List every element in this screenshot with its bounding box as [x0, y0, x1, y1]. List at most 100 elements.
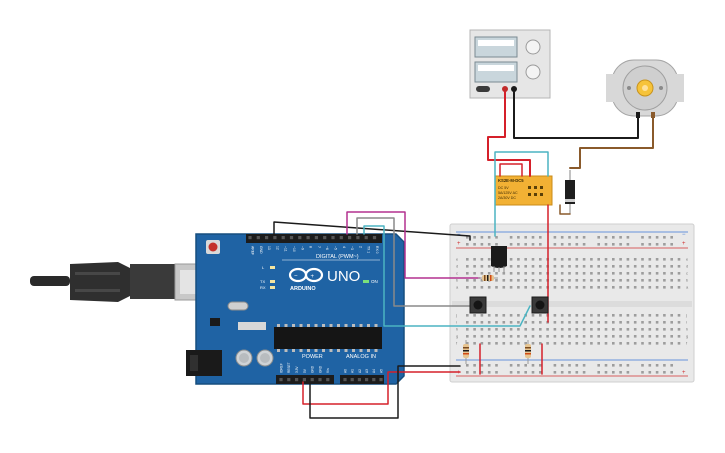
analog-pin-label: A4 [372, 369, 376, 373]
relay-ks2e[interactable]: KS2E-M-DC5 DC 5V 5A/125V AC 2A/30V DC [494, 175, 553, 206]
breadboard-row-letter: j [685, 313, 687, 318]
digital-pin-label: 7 [317, 246, 321, 248]
power-pin-label: GND [311, 365, 315, 373]
digital-pin-hole[interactable] [314, 236, 318, 240]
analog-pin-label: A5 [379, 369, 383, 373]
breadboard-row-letter: j [455, 313, 457, 318]
svg-text:+: + [682, 370, 686, 376]
analog-pin-hole[interactable] [379, 378, 383, 382]
wire-5v-red[interactable] [302, 371, 461, 405]
digital-pin-label: AREF [251, 246, 255, 255]
analog-pin-hole[interactable] [350, 378, 354, 382]
breadboard-row-letter: e [456, 257, 459, 262]
digital-pin-label: ~3 [350, 246, 354, 250]
breadboard-row-letter: c [456, 271, 458, 276]
transistor[interactable] [491, 246, 507, 272]
resistor-pulldown-2[interactable] [525, 340, 531, 364]
wire-gnd-black[interactable] [273, 221, 471, 241]
ps-knob-current[interactable] [525, 64, 541, 80]
digital-pin-hole[interactable] [348, 236, 352, 240]
ps-terminal-positive[interactable] [502, 86, 508, 92]
digital-pin-label: ~10 [292, 246, 296, 252]
power-pin-label: GND [318, 365, 322, 373]
analog-pin-hole[interactable] [365, 378, 369, 382]
wire-gnd-bottom-black[interactable] [309, 365, 461, 419]
digital-pin-hole[interactable] [298, 236, 302, 240]
wire-relay-cyan[interactable] [494, 151, 549, 237]
breadboard-row-letter: i [456, 320, 457, 325]
analog-pin-label: A0 [343, 369, 347, 373]
digital-pin-hole[interactable] [339, 236, 343, 240]
svg-text:−: − [294, 274, 298, 280]
breadboard-row-letter: a [686, 285, 689, 290]
breadboard-holes [466, 236, 681, 374]
power-pin-hole[interactable] [310, 378, 314, 382]
wire-diode-brown[interactable] [559, 204, 571, 215]
digital-pin-label: 12 [275, 246, 279, 250]
reset-button-cap[interactable] [208, 242, 218, 252]
arduino-brand-label: ARDUINO [290, 286, 316, 292]
ps-switch[interactable] [476, 86, 490, 92]
breadboard-row-letter: f [456, 341, 458, 346]
digital-pin-label: TX 1 [367, 246, 371, 253]
svg-text:+: + [311, 274, 315, 280]
power-supply[interactable] [469, 29, 551, 99]
resistor-pulldown-1[interactable] [463, 340, 469, 364]
wire-relay-coil-red[interactable] [499, 163, 523, 177]
power-pin-hole[interactable] [302, 378, 306, 382]
resistor-transistor-base[interactable] [478, 275, 498, 281]
breadboard-row-letter: i [686, 320, 687, 325]
analog-pin-hole[interactable] [372, 378, 376, 382]
ps-terminal-negative[interactable] [511, 86, 517, 92]
wire-ps-positive[interactable] [487, 91, 531, 177]
digital-pin-hole[interactable] [256, 236, 260, 240]
digital-pin-hole[interactable] [356, 236, 360, 240]
digital-pin-label: ~11 [284, 246, 288, 252]
power-pin-hole[interactable] [295, 378, 299, 382]
arduino-logo: − + [288, 267, 324, 283]
ps-knob-voltage[interactable] [525, 39, 541, 55]
power-pin-hole[interactable] [287, 378, 291, 382]
regulator-chip [210, 318, 220, 326]
atmega-chip [274, 327, 382, 349]
wire-magenta[interactable] [346, 211, 481, 279]
digital-pin-hole[interactable] [281, 236, 285, 240]
power-pin-hole[interactable] [279, 378, 283, 382]
power-pin-hole[interactable] [318, 378, 322, 382]
wire-motor-brown[interactable] [569, 117, 654, 169]
wire-ps-negative[interactable] [513, 91, 639, 139]
digital-pin-hole[interactable] [331, 236, 335, 240]
usb-cable[interactable] [30, 262, 206, 302]
digital-pin-hole[interactable] [306, 236, 310, 240]
analog-header [340, 375, 384, 384]
relay-line-1: DC 5V [498, 186, 509, 190]
wire-gray[interactable] [356, 217, 477, 307]
digital-pin-hole[interactable] [323, 236, 327, 240]
push-button-2[interactable] [531, 296, 549, 314]
analog-pin-hole[interactable] [343, 378, 347, 382]
crystal [227, 301, 249, 311]
digital-pin-hole[interactable] [248, 236, 252, 240]
relay-line-2: 5A/125V AC [498, 191, 518, 195]
push-button-1[interactable] [469, 296, 487, 314]
breadboard-row-letter: g [686, 334, 688, 339]
digital-pin-hole[interactable] [372, 236, 377, 240]
digital-pin-hole[interactable] [273, 236, 277, 240]
breadboard-row-letter: f [686, 341, 688, 346]
digital-pin-hole[interactable] [364, 236, 368, 240]
digital-pin-hole[interactable] [265, 236, 269, 240]
dc-motor[interactable] [606, 59, 684, 118]
power-pin-label: IOREF [279, 363, 283, 373]
button-block [238, 322, 266, 330]
analog-pin-hole[interactable] [357, 378, 361, 382]
wire-cyan[interactable] [363, 225, 531, 327]
power-pin-hole[interactable] [326, 378, 330, 382]
digital-pin-hole[interactable] [289, 236, 294, 240]
svg-text:−: − [682, 232, 686, 238]
diode[interactable] [565, 170, 575, 214]
